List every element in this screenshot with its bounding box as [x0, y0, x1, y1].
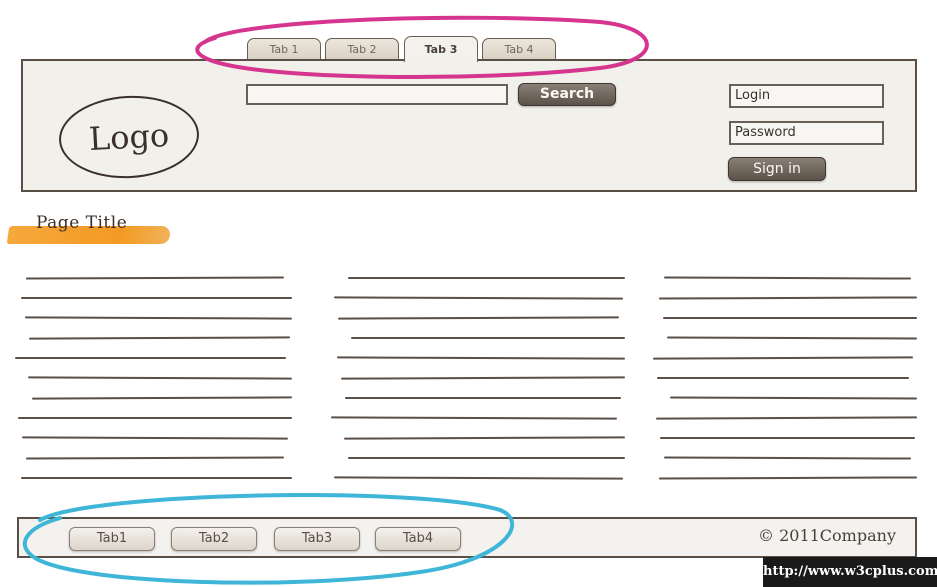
password-field[interactable]: Password [729, 121, 884, 145]
footer-tab-1[interactable]: Tab1 [69, 527, 155, 551]
content-line [337, 316, 620, 320]
content-line [663, 317, 917, 319]
content-line [336, 356, 626, 360]
footer-tab-3[interactable]: Tab3 [274, 527, 360, 551]
content-line [658, 296, 918, 300]
content-line [31, 396, 293, 400]
footer-tab-4[interactable]: Tab4 [375, 527, 461, 551]
content-line [351, 337, 625, 339]
content-line [25, 276, 285, 280]
content-line [348, 277, 625, 279]
top-tab-3[interactable]: Tab 3 [404, 36, 478, 62]
content-line [27, 376, 293, 380]
footer-tab-2[interactable]: Tab2 [171, 527, 257, 551]
content-line [663, 276, 912, 280]
content-line [21, 477, 292, 479]
login-field[interactable]: Login [729, 84, 884, 108]
content-line [333, 476, 624, 480]
content-line [345, 397, 621, 399]
search-button[interactable]: Search [518, 83, 616, 106]
content-line [333, 296, 624, 300]
content-line [330, 416, 618, 420]
content-line [663, 456, 912, 460]
content-line [24, 316, 293, 320]
content-line [348, 457, 625, 459]
content-line [28, 336, 291, 340]
content-line [657, 377, 909, 379]
signin-button[interactable]: Sign in [728, 157, 826, 181]
watermark: http://www.w3cplus.com [763, 557, 937, 587]
top-tab-1[interactable]: Tab 1 [247, 38, 321, 60]
content-line [18, 417, 292, 419]
content-line [343, 436, 626, 440]
copyright-text: © 2011Company [758, 526, 896, 545]
top-tab-4[interactable]: Tab 4 [482, 38, 556, 60]
content-line [655, 416, 918, 420]
content-line [666, 336, 918, 340]
content-line [669, 396, 918, 400]
search-input[interactable] [246, 84, 508, 105]
content-line [21, 436, 289, 440]
content-line [15, 357, 286, 359]
content-line [25, 456, 285, 460]
content-line [660, 437, 915, 439]
content-line [340, 376, 626, 380]
page-title: Page Title [36, 213, 128, 233]
content-line [652, 356, 914, 360]
content-line [658, 476, 918, 480]
content-line [21, 297, 292, 299]
top-tab-2[interactable]: Tab 2 [325, 38, 399, 60]
